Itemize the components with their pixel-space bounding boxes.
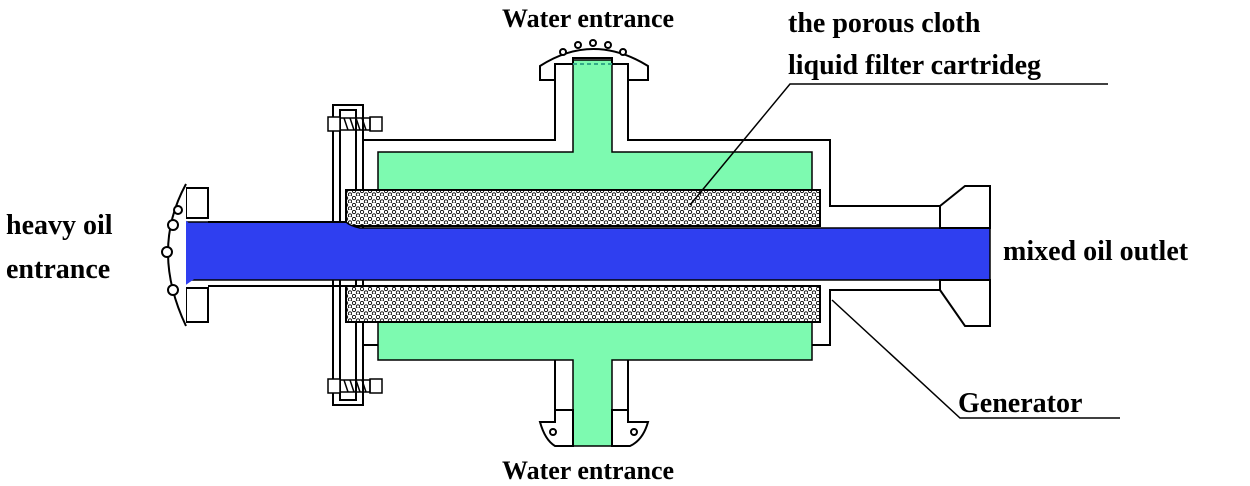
filter-cartridge <box>345 189 821 323</box>
generator-leader-line <box>831 299 1120 419</box>
cloth-leader-line <box>689 83 1108 206</box>
oil-pipe <box>174 220 991 285</box>
bottom-water-flange <box>538 409 650 447</box>
heavy-oil-label-line1: heavy oil <box>6 210 113 241</box>
top-water-flange <box>539 39 649 81</box>
top-bolt <box>327 116 383 132</box>
mixed-oil-outlet-label: mixed oil outlet <box>1003 236 1189 267</box>
heavy-oil-label-line2: entrance <box>6 254 111 285</box>
water-entrance-bottom-label: Water entrance <box>502 456 675 485</box>
right-outlet-flange <box>939 185 991 327</box>
left-inlet-flange <box>161 183 346 327</box>
leader-lines <box>689 83 1120 419</box>
porous-cloth-label-line2: liquid filter cartrideg <box>788 50 1041 81</box>
generator-label: Generator <box>958 388 1083 419</box>
porous-cloth-label-line1: the porous cloth <box>788 8 981 39</box>
bottom-bolt <box>327 378 383 394</box>
water-entrance-top-label: Water entrance <box>502 4 675 33</box>
